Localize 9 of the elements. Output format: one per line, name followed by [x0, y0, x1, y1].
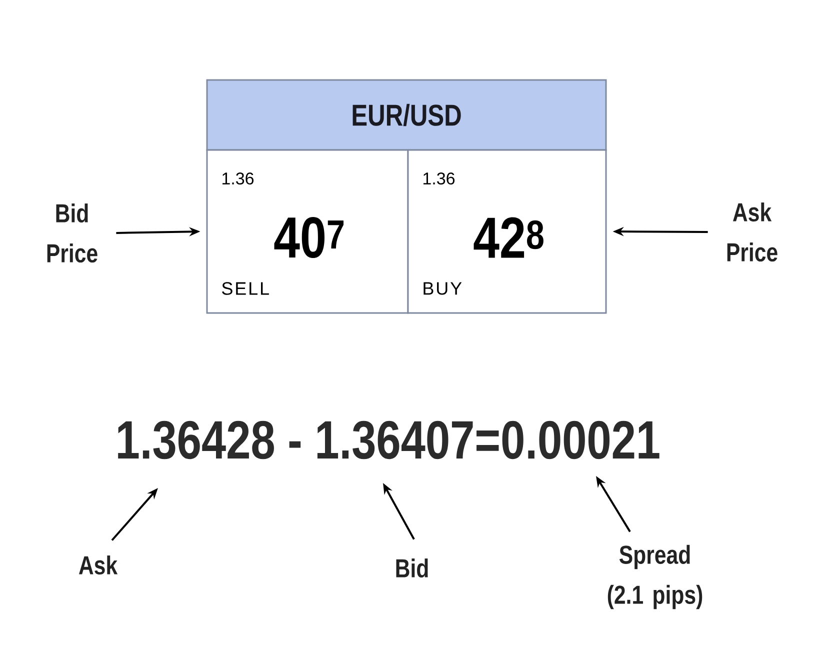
- equation-text: 1.36428 - 1.36407=0.00021: [118, 420, 660, 460]
- price-cell: 1.36 40$^{7}$ SELL: [206, 149, 409, 314]
- callout-text: Bid: [396, 558, 428, 578]
- callout-text: Ask Price: [727, 202, 778, 262]
- callout-text: Spread (2.1 pips): [608, 544, 702, 610]
- callout-text: Bid Price: [47, 203, 98, 263]
- header-band: EUR/USD: [206, 79, 607, 151]
- price-cell: 1.36 42$^{8}$ BUY: [407, 149, 607, 314]
- callout-text: Ask: [78, 555, 118, 575]
